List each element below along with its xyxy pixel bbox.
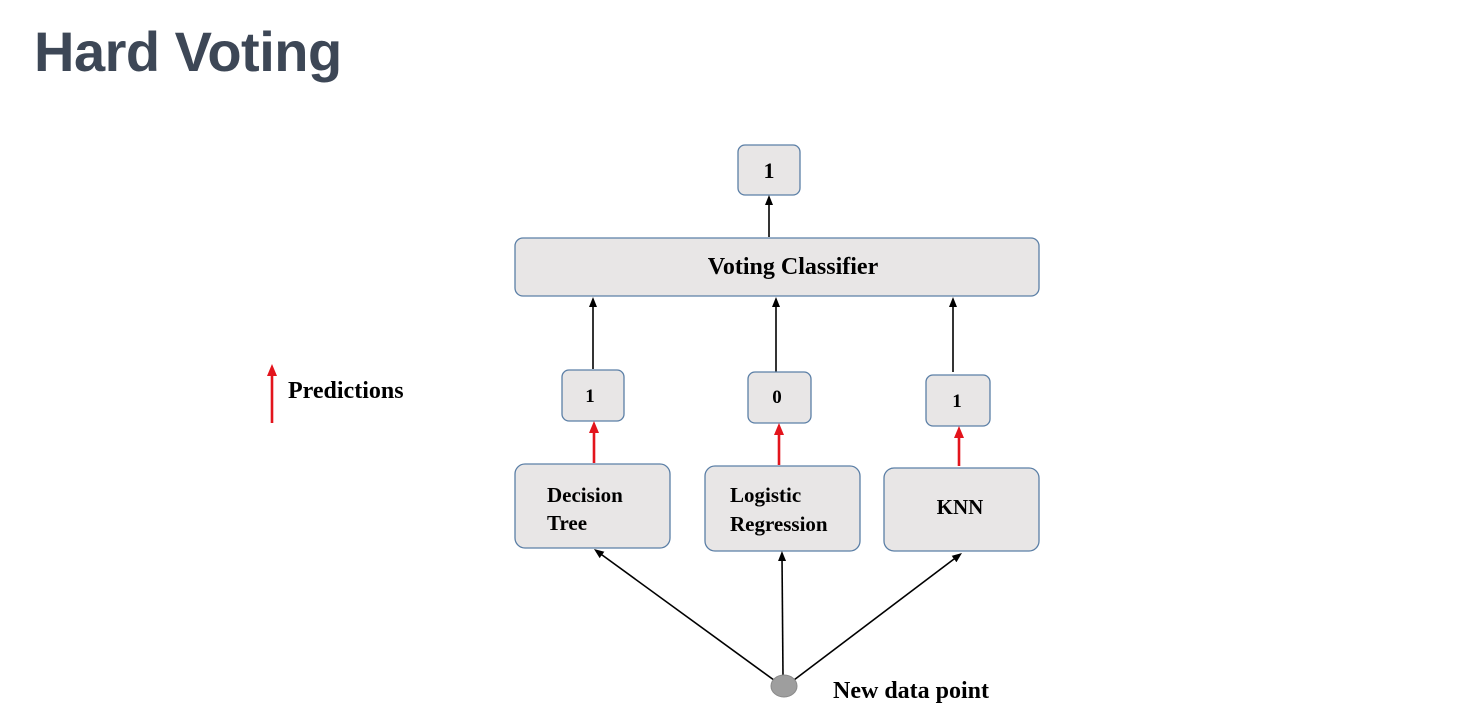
legend-label: Predictions (288, 378, 404, 404)
model-node-decision-tree: Decision Tree (514, 463, 671, 549)
input-arrow-decision-tree (593, 549, 779, 684)
model-node-knn: KNN (883, 467, 1040, 552)
input-label: New data point (833, 678, 989, 704)
model-label-line2: Tree (547, 511, 587, 535)
prediction-node-1: 1 (561, 369, 625, 422)
final-prediction-node: 1 (737, 144, 801, 196)
prediction-value-2: 0 (772, 387, 782, 408)
page-title: Hard Voting (34, 20, 342, 83)
input-arrow-knn (789, 552, 962, 684)
model-node-logistic-regression: Logistic Regression (704, 465, 861, 552)
legend: Predictions (267, 364, 404, 423)
model-label-line1: Logistic (730, 483, 801, 507)
model-label-line1: KNN (937, 495, 984, 519)
input-arrow-logistic-regression (778, 551, 787, 677)
data-point-icon (770, 674, 798, 698)
final-prediction-value: 1 (764, 158, 775, 183)
prediction-node-2: 0 (747, 371, 812, 424)
model-label-line1: Decision (547, 483, 623, 507)
model-label-line2: Regression (730, 512, 828, 536)
prediction-value-1: 1 (585, 386, 595, 407)
voting-classifier-node: Voting Classifier (514, 237, 1040, 297)
prediction-value-3: 1 (952, 391, 962, 412)
voting-classifier-label: Voting Classifier (708, 254, 879, 280)
prediction-node-3: 1 (925, 374, 991, 427)
